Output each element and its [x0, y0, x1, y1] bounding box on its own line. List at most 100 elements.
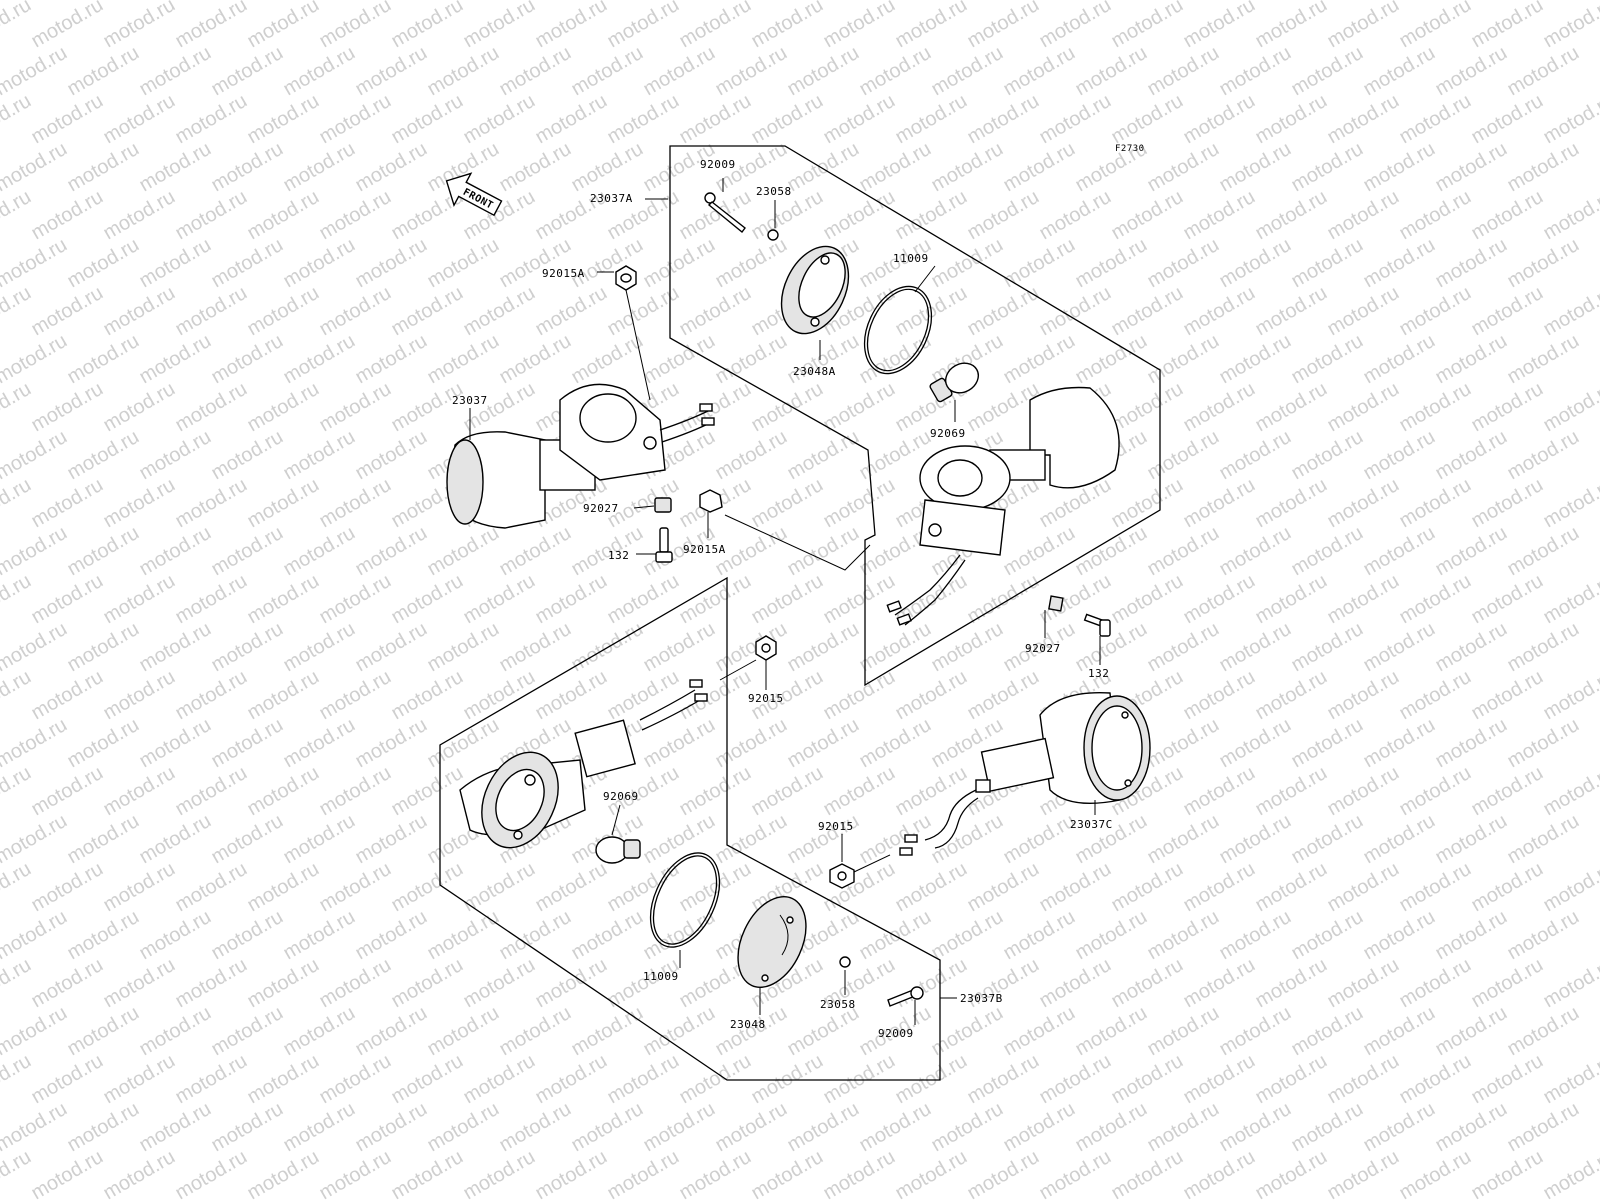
- watermark-text: motod.ru: [1036, 858, 1115, 917]
- turn-signal-23037B: [459, 679, 708, 849]
- watermark-text: motod.ru: [748, 762, 827, 821]
- watermark-text: motod.ru: [712, 810, 791, 869]
- watermark-text: motod.ru: [1216, 42, 1295, 101]
- watermark-text: motod.ru: [352, 234, 431, 293]
- watermark-text: motod.ru: [280, 234, 359, 293]
- watermark-text: motod.ru: [100, 858, 179, 917]
- watermark-text: motod.ru: [352, 1002, 431, 1061]
- watermark-text: motod.ru: [0, 618, 71, 677]
- watermark-text: motod.ru: [1252, 762, 1331, 821]
- watermark-text: motod.ru: [1288, 522, 1367, 581]
- watermark-text: motod.ru: [100, 186, 179, 245]
- watermark-text: motod.ru: [1288, 138, 1367, 197]
- label-92027-right: 92027: [1025, 642, 1061, 655]
- lens-23048A: [780, 245, 850, 335]
- watermark-text: motod.ru: [1504, 522, 1583, 581]
- watermark-text: motod.ru: [1468, 666, 1547, 725]
- watermark-text: motod.ru: [1216, 426, 1295, 485]
- watermark-text: motod.ru: [0, 1002, 71, 1061]
- watermark-text: motod.ru: [280, 618, 359, 677]
- label-92015A-top: 92015A: [542, 267, 585, 280]
- watermark-text: motod.ru: [532, 666, 611, 725]
- watermark-text: motod.ru: [1000, 234, 1079, 293]
- watermark-text: motod.ru: [784, 522, 863, 581]
- watermark-text: motod.ru: [208, 522, 287, 581]
- group-outline-23037A: [669, 145, 1161, 687]
- watermark-text: motod.ru: [892, 186, 971, 245]
- watermark-text: motod.ru: [172, 762, 251, 821]
- watermark-text: motod.ru: [1288, 330, 1367, 389]
- watermark-text: motod.ru: [964, 1050, 1043, 1109]
- watermark-text: motod.ru: [928, 0, 1007, 4]
- watermark-text: motod.ru: [1216, 234, 1295, 293]
- watermark-text: motod.ru: [640, 618, 719, 677]
- watermark-text: motod.ru: [964, 186, 1043, 245]
- watermark-text: motod.ru: [1216, 0, 1295, 4]
- watermark-text: motod.ru: [1216, 138, 1295, 197]
- watermark-text: motod.ru: [172, 1050, 251, 1109]
- watermark-text: motod.ru: [1324, 570, 1403, 629]
- watermark-text: motod.ru: [1108, 858, 1187, 917]
- watermark-text: motod.ru: [388, 1050, 467, 1109]
- watermark-text: motod.ru: [280, 138, 359, 197]
- watermark-text: motod.ru: [208, 618, 287, 677]
- turn-signal-23037A: [886, 386, 1120, 626]
- watermark-text: motod.ru: [1504, 810, 1583, 869]
- label-92009-top: 92009: [700, 158, 736, 171]
- screw-92009-bottom: [887, 986, 924, 1007]
- label-23037A: 23037A: [590, 192, 633, 205]
- watermark-text: motod.ru: [1216, 618, 1295, 677]
- watermark-text: motod.ru: [892, 1050, 971, 1109]
- watermark-text: motod.ru: [1252, 0, 1331, 52]
- watermark-text: motod.ru: [388, 282, 467, 341]
- watermark-text: motod.ru: [1324, 282, 1403, 341]
- watermark-text: motod.ru: [1216, 522, 1295, 581]
- watermark-text: motod.ru: [784, 810, 863, 869]
- watermark-text: motod.ru: [1468, 858, 1547, 917]
- watermark-text: motod.ru: [1324, 0, 1403, 52]
- watermark-text: motod.ru: [208, 330, 287, 389]
- watermark-text: motod.ru: [1468, 90, 1547, 149]
- watermark-text: motod.ru: [460, 282, 539, 341]
- watermark-text: motod.ru: [280, 522, 359, 581]
- watermark-text: motod.ru: [1216, 714, 1295, 773]
- watermark-text: motod.ru: [1324, 90, 1403, 149]
- watermark-text: motod.ru: [316, 474, 395, 533]
- watermark-text: motod.ru: [244, 474, 323, 533]
- watermark-text: motod.ru: [1432, 1002, 1511, 1061]
- watermark-text: motod.ru: [1144, 618, 1223, 677]
- watermark-text: motod.ru: [1180, 186, 1259, 245]
- watermark-text: motod.ru: [388, 0, 467, 52]
- watermark-text: motod.ru: [1504, 714, 1583, 773]
- watermark-text: motod.ru: [1324, 858, 1403, 917]
- watermark-text: motod.ru: [388, 762, 467, 821]
- watermark-text: motod.ru: [424, 906, 503, 965]
- watermark-text: motod.ru: [712, 234, 791, 293]
- spacer-92027-right: [1048, 595, 1064, 612]
- watermark-text: motod.ru: [928, 618, 1007, 677]
- watermark-text: motod.ru: [1504, 1002, 1583, 1061]
- watermark-text: motod.ru: [136, 906, 215, 965]
- watermark-text: motod.ru: [1288, 0, 1367, 4]
- watermark-text: motod.ru: [0, 714, 71, 773]
- watermark-text: motod.ru: [1396, 666, 1475, 725]
- watermark-text: motod.ru: [100, 1050, 179, 1109]
- watermark-text: motod.ru: [820, 666, 899, 725]
- figure-code: F2730: [1115, 144, 1145, 154]
- bulb-92069-bottom: [595, 836, 641, 864]
- watermark-text: motod.ru: [244, 858, 323, 917]
- label-23037C: 23037C: [1070, 818, 1113, 831]
- watermark-text: motod.ru: [388, 1146, 467, 1200]
- watermark-text: motod.ru: [424, 618, 503, 677]
- watermark-text: motod.ru: [1180, 1146, 1259, 1200]
- watermark-text: motod.ru: [1360, 234, 1439, 293]
- watermark-text: motod.ru: [316, 1146, 395, 1200]
- watermark-text: motod.ru: [0, 810, 71, 869]
- watermark-text: motod.ru: [1396, 282, 1475, 341]
- watermark-text: motod.ru: [1072, 618, 1151, 677]
- watermark-text: motod.ru: [1540, 1146, 1600, 1200]
- watermark-text: motod.ru: [1468, 570, 1547, 629]
- watermark-text: motod.ru: [676, 90, 755, 149]
- watermark-text: motod.ru: [64, 810, 143, 869]
